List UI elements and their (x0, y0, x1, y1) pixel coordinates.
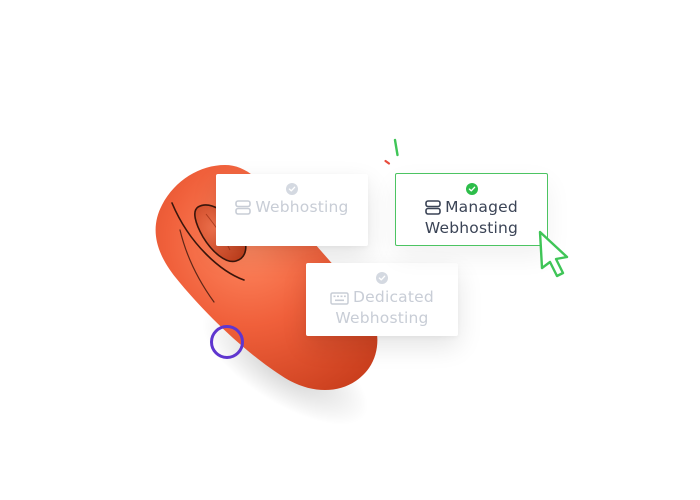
option-label-line-2: Webhosting (424, 219, 519, 237)
server-icon (235, 200, 252, 215)
keyboard-icon (330, 292, 349, 305)
option-label-line-1: Webhosting (255, 198, 349, 216)
option-card-webhosting[interactable]: Webhosting (216, 174, 368, 246)
server-icon (425, 200, 441, 215)
check-circle-icon (376, 272, 388, 284)
option-label-line-1: Managed (445, 198, 518, 216)
pointer-cursor-icon (538, 230, 569, 278)
circle-decoration (210, 325, 244, 359)
option-card-managed-webhosting[interactable]: Managed Webhosting (395, 173, 548, 246)
click-spark-icon (384, 138, 399, 165)
option-label-line-2: Webhosting (335, 309, 429, 327)
check-circle-icon (465, 183, 478, 195)
check-circle-icon (286, 183, 298, 195)
option-label-line-1: Dedicated (353, 288, 434, 306)
option-card-dedicated-webhosting[interactable]: Dedicated Webhosting (306, 263, 458, 336)
